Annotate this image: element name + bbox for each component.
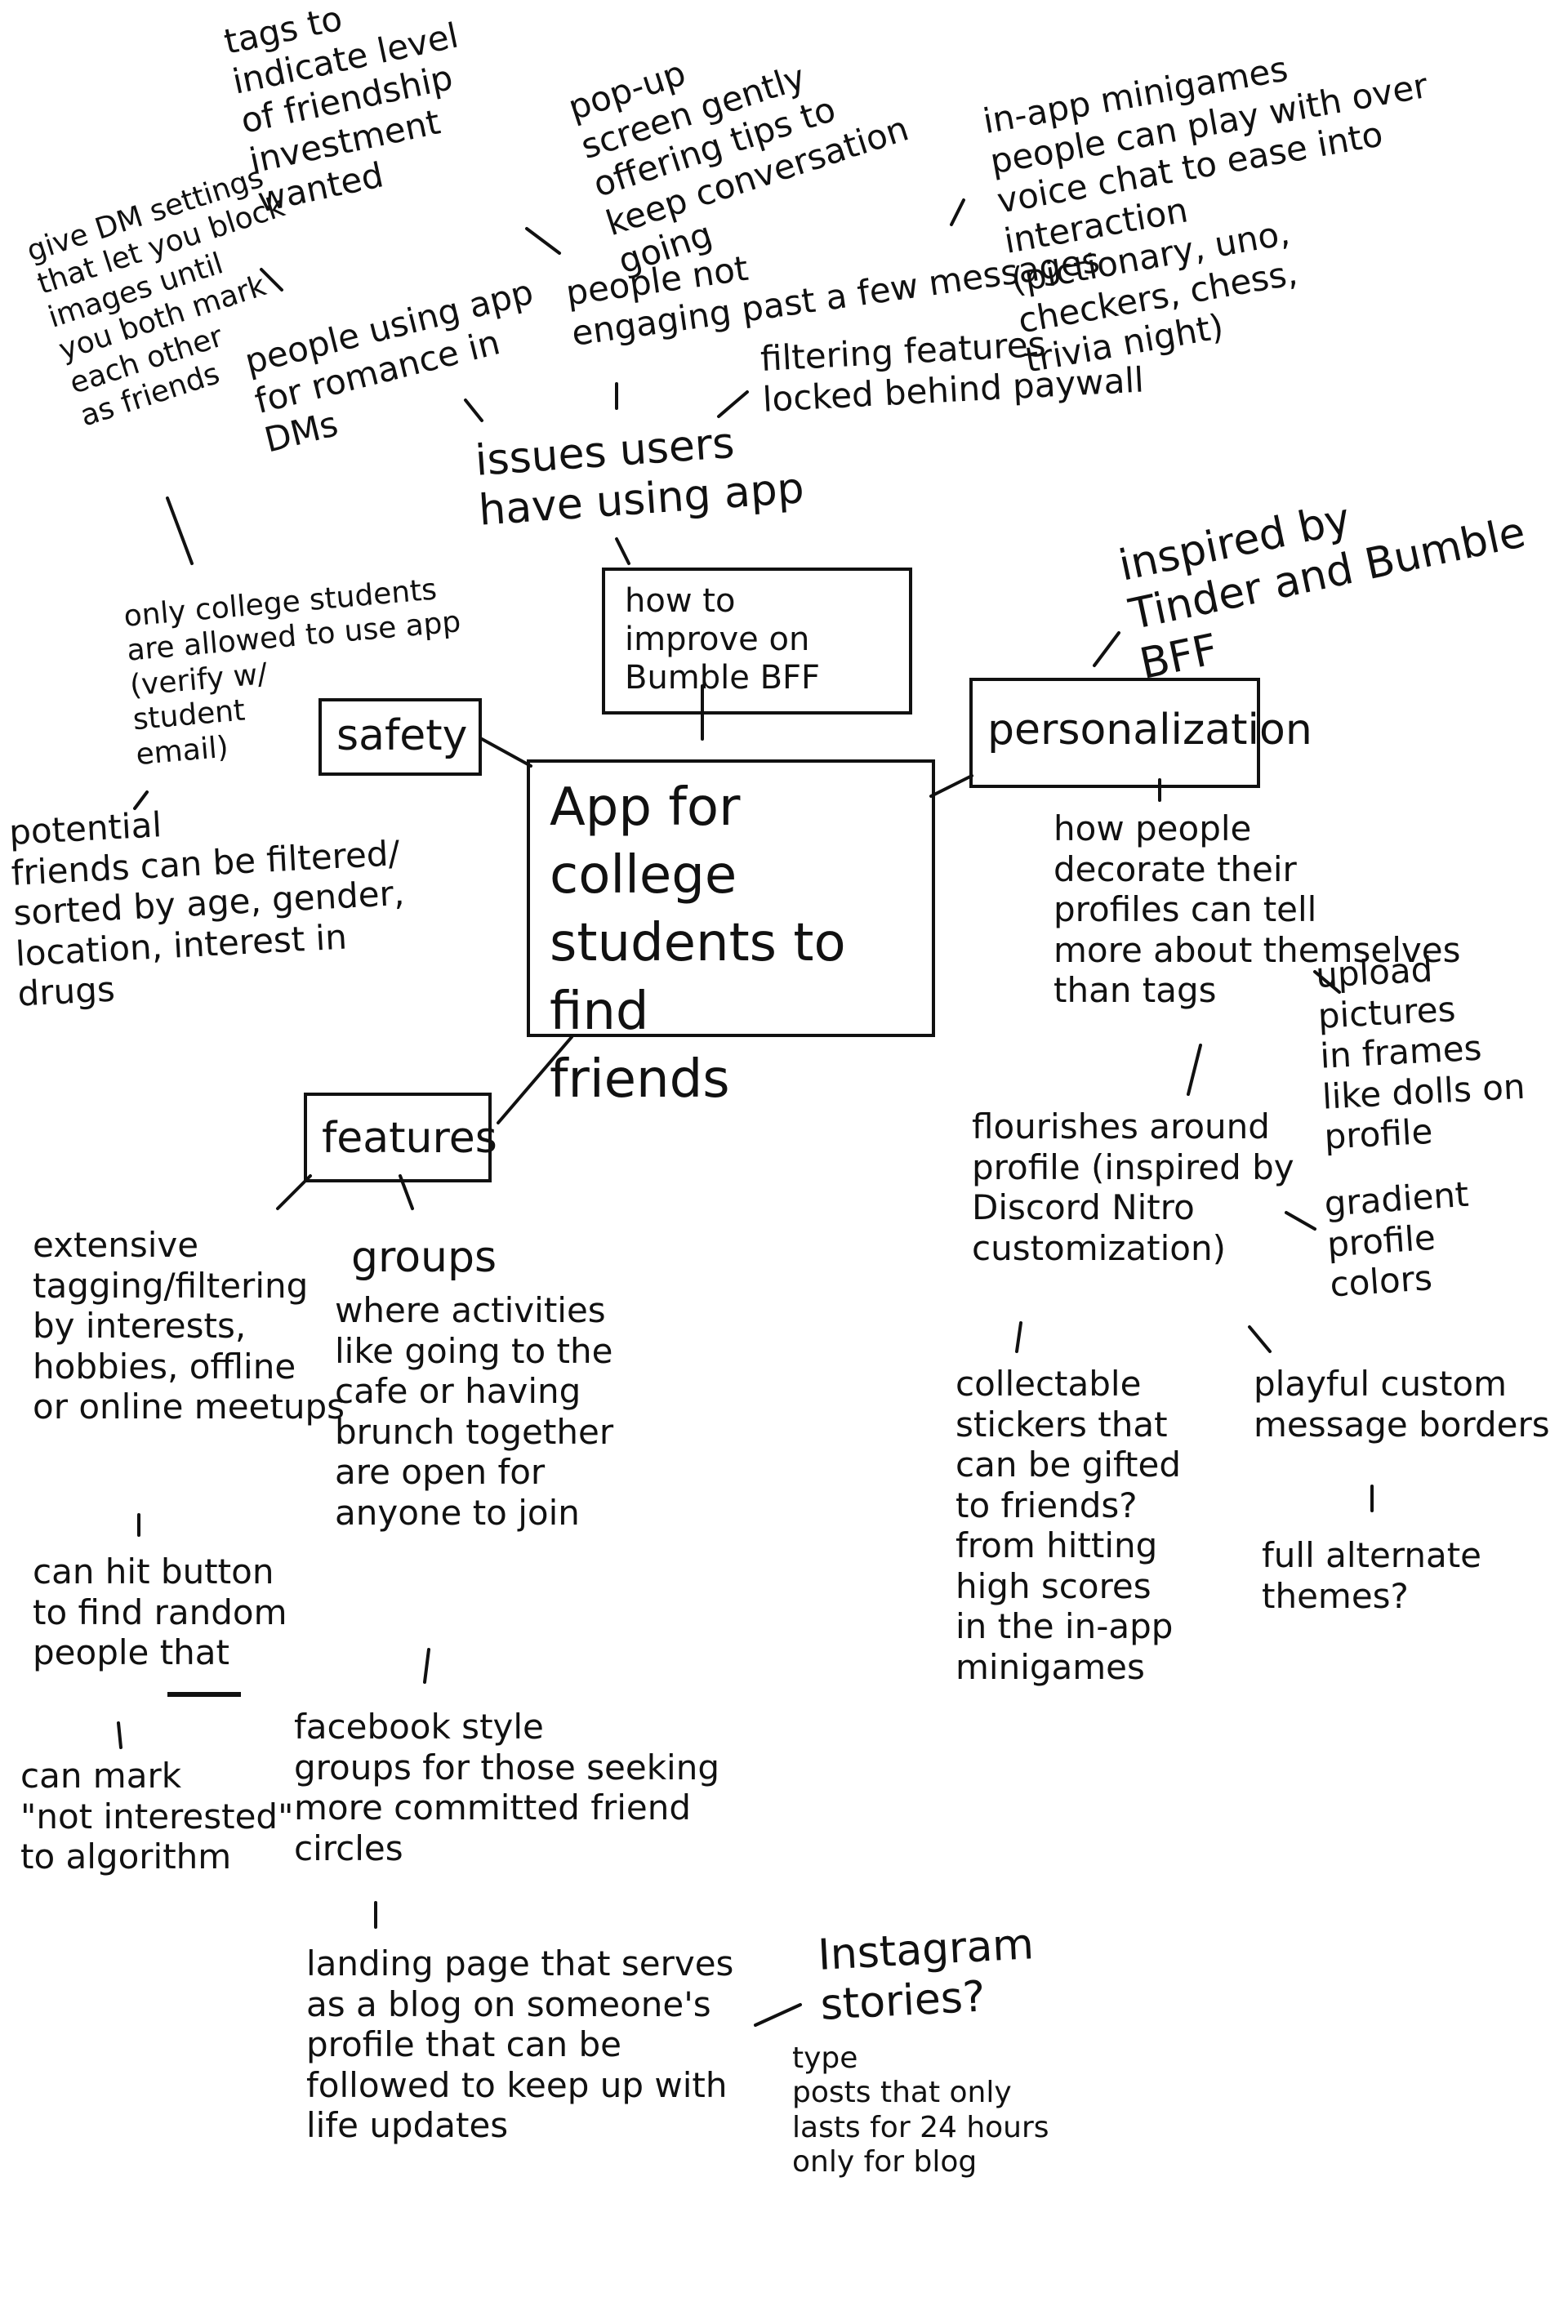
note-college-only: only college students are allowed to use…	[122, 572, 462, 772]
note-facebook-groups: facebook style groups for those seeking …	[294, 1707, 720, 1868]
note-groups-title: groups	[351, 1233, 497, 1282]
topic-box-improve-bumble: how to improve on Bumble BFF	[602, 568, 912, 715]
note-groups-activities: where activities like going to the cafe …	[335, 1290, 614, 1533]
note-landing-blog: landing page that serves as a blog on so…	[306, 1943, 734, 2146]
note-stickers: collectable stickers that can be gifted …	[956, 1364, 1181, 1687]
strikethrough-mark	[167, 1692, 241, 1697]
note-decorate-profiles: how people decorate their profiles can t…	[1054, 808, 1461, 1011]
note-inspired-by: inspired by Tinder and Bumble BFF	[1115, 494, 1530, 689]
branch-box-personalization: personalization	[969, 678, 1312, 788]
note-gradient-colors: gradient profile colors	[1323, 1173, 1470, 1305]
note-paywall: filtering features locked behind paywall	[760, 323, 1145, 420]
note-instagram-stories: Instagram stories?	[817, 1920, 1036, 2031]
branch-box-safety: safety	[318, 698, 482, 776]
branch-box-features: features	[304, 1093, 497, 1182]
note-24-hour-posts: type posts that only lasts for 24 hours …	[792, 2041, 1049, 2179]
note-alternate-themes: full alternate themes?	[1262, 1535, 1482, 1616]
note-upload-pictures: upload pictures in frames like dolls on …	[1315, 949, 1526, 1157]
issues-heading: issues users have using app	[474, 418, 806, 536]
note-message-borders: playful custom message borders	[1254, 1364, 1550, 1445]
note-not-interested: can mark "not interested" to algorithm	[20, 1756, 294, 1877]
note-filtered-sorted: potential friends can be filtered/ sorte…	[8, 804, 406, 1014]
note-random-button: can hit button to find random people tha…	[33, 1552, 287, 1673]
central-topic: App for college students to find friends	[527, 759, 935, 1110]
note-flourishes: flourishes around profile (inspired by D…	[972, 1106, 1294, 1268]
note-extensive-tagging: extensive tagging/filtering by interests…	[33, 1225, 345, 1427]
